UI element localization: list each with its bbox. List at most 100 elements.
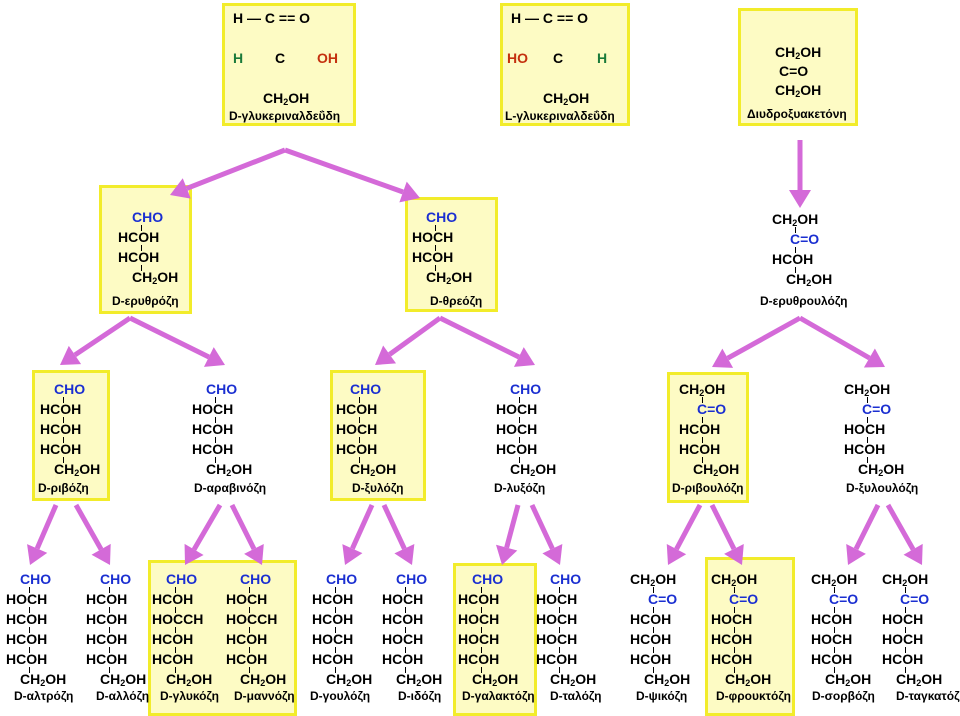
carbonyl-group: CHO xyxy=(240,571,272,587)
bond-line xyxy=(867,437,868,443)
chain-line: HCOH xyxy=(382,611,424,627)
chain-line: HCOH xyxy=(86,611,128,627)
bond-line xyxy=(834,627,835,633)
derivation-arrow xyxy=(60,315,132,365)
carbonyl-group: C=O xyxy=(790,231,820,247)
chain-line: CH2OH xyxy=(20,671,67,688)
xylose-box xyxy=(330,370,426,501)
bond-line xyxy=(481,647,482,653)
chain-line: CH2OH xyxy=(396,671,443,688)
derivation-arrow xyxy=(438,315,535,367)
derivation-arrow xyxy=(529,503,563,565)
chain-line: HOCH xyxy=(844,421,886,437)
carbonyl-group: CHO xyxy=(206,381,238,397)
bond-line xyxy=(405,587,406,593)
bond-line xyxy=(519,397,520,403)
d-glyceraldehyde-bottom: CH2OH xyxy=(263,90,310,107)
bond-line xyxy=(834,587,835,593)
bond-line xyxy=(653,667,654,673)
l-glyceraldehyde-c: C xyxy=(553,50,564,66)
dha-line-1: CH2OH xyxy=(775,44,822,61)
bond-line xyxy=(702,457,703,463)
derivation-arrow xyxy=(27,504,59,565)
bond-line xyxy=(905,667,906,673)
bond-line xyxy=(834,647,835,653)
d-glyceraldehyde-c: C xyxy=(275,50,286,66)
d-glyceraldehyde-oh: OH xyxy=(317,50,338,66)
sugar-name-label: D-λυξόζη xyxy=(494,481,546,495)
bond-line xyxy=(905,627,906,633)
carbonyl-group: CHO xyxy=(100,571,132,587)
d-glyceraldehyde-box: H — C == O H C OH CH2OH D-γλυκεριναλδεΰδ… xyxy=(222,3,356,126)
bond-line xyxy=(702,437,703,443)
chain-line: HCOH xyxy=(679,421,721,437)
bond-line xyxy=(734,647,735,653)
bond-line xyxy=(335,627,336,633)
chain-line: HCOH xyxy=(336,441,378,457)
derivation-arrow xyxy=(184,503,223,565)
chain-line: HOCH xyxy=(536,591,578,607)
chain-line: HOCH xyxy=(336,421,378,437)
bond-line xyxy=(335,647,336,653)
bond-line xyxy=(175,647,176,653)
chain-line: CH2OH xyxy=(725,671,772,688)
sugar-name-label: D-ριβόζη xyxy=(38,481,89,495)
l-glyceraldehyde-top: H — C == O xyxy=(511,10,589,26)
bond-line xyxy=(249,647,250,653)
d-glyceraldehyde-top: H — C == O xyxy=(233,10,311,26)
sugar-name-label: D-ταγκατόζη xyxy=(896,689,960,703)
bond-line xyxy=(335,667,336,673)
bond-line xyxy=(734,627,735,633)
chain-line: CH2OH xyxy=(844,381,891,398)
bond-line xyxy=(653,627,654,633)
carbonyl-group: C=O xyxy=(729,591,759,607)
sugar-name-label: D-ξυλόζη xyxy=(352,481,404,495)
bond-line xyxy=(141,245,142,251)
chain-line: HCOH xyxy=(118,229,160,245)
l-glyceraldehyde-name: L-γλυκεριναλδεΰδη xyxy=(505,109,615,123)
bond-line xyxy=(405,647,406,653)
bond-line xyxy=(405,607,406,613)
chain-line: HCOH xyxy=(6,631,48,647)
bond-line xyxy=(249,667,250,673)
bond-line xyxy=(335,607,336,613)
bond-line xyxy=(795,247,796,253)
bond-line xyxy=(109,587,110,593)
chain-line: HCOH xyxy=(811,651,853,667)
derivation-arrow xyxy=(73,503,111,565)
carbonyl-group: C=O xyxy=(829,591,859,607)
bond-line xyxy=(653,647,654,653)
chain-line: HOCH xyxy=(536,631,578,647)
derivation-arrow xyxy=(381,503,415,565)
derivation-arrow xyxy=(885,503,923,565)
chain-line: HOCH xyxy=(496,401,538,417)
bond-line xyxy=(559,607,560,613)
chain-line: HOCH xyxy=(382,591,424,607)
chain-line: HOCH xyxy=(382,631,424,647)
chain-line: HCOH xyxy=(118,249,160,265)
chain-line: HCOH xyxy=(6,611,48,627)
sugar-name-label: D-μαννόζη xyxy=(234,689,295,703)
bond-line xyxy=(109,647,110,653)
glucose-mannose-box xyxy=(148,560,297,716)
dha-line-2: C=O xyxy=(779,63,809,79)
chain-line: CH2OH xyxy=(132,269,179,286)
sugar-name-label: D-ιδόζη xyxy=(398,689,442,703)
bond-line xyxy=(653,587,654,593)
bond-line xyxy=(435,225,436,231)
bond-line xyxy=(215,457,216,463)
chain-line: HCOH xyxy=(458,591,500,607)
chain-line: HCOH xyxy=(811,611,853,627)
carbonyl-group: CHO xyxy=(350,381,382,397)
derivation-arrow xyxy=(342,503,375,565)
bond-line xyxy=(519,437,520,443)
chain-line: HCOH xyxy=(336,401,378,417)
chain-line: CH2OH xyxy=(166,671,213,688)
chain-line: CH2OH xyxy=(644,671,691,688)
bond-line xyxy=(905,607,906,613)
chain-line: HCOH xyxy=(192,441,234,457)
chain-line: HCOH xyxy=(412,249,454,265)
chain-line: HCOH xyxy=(312,651,354,667)
